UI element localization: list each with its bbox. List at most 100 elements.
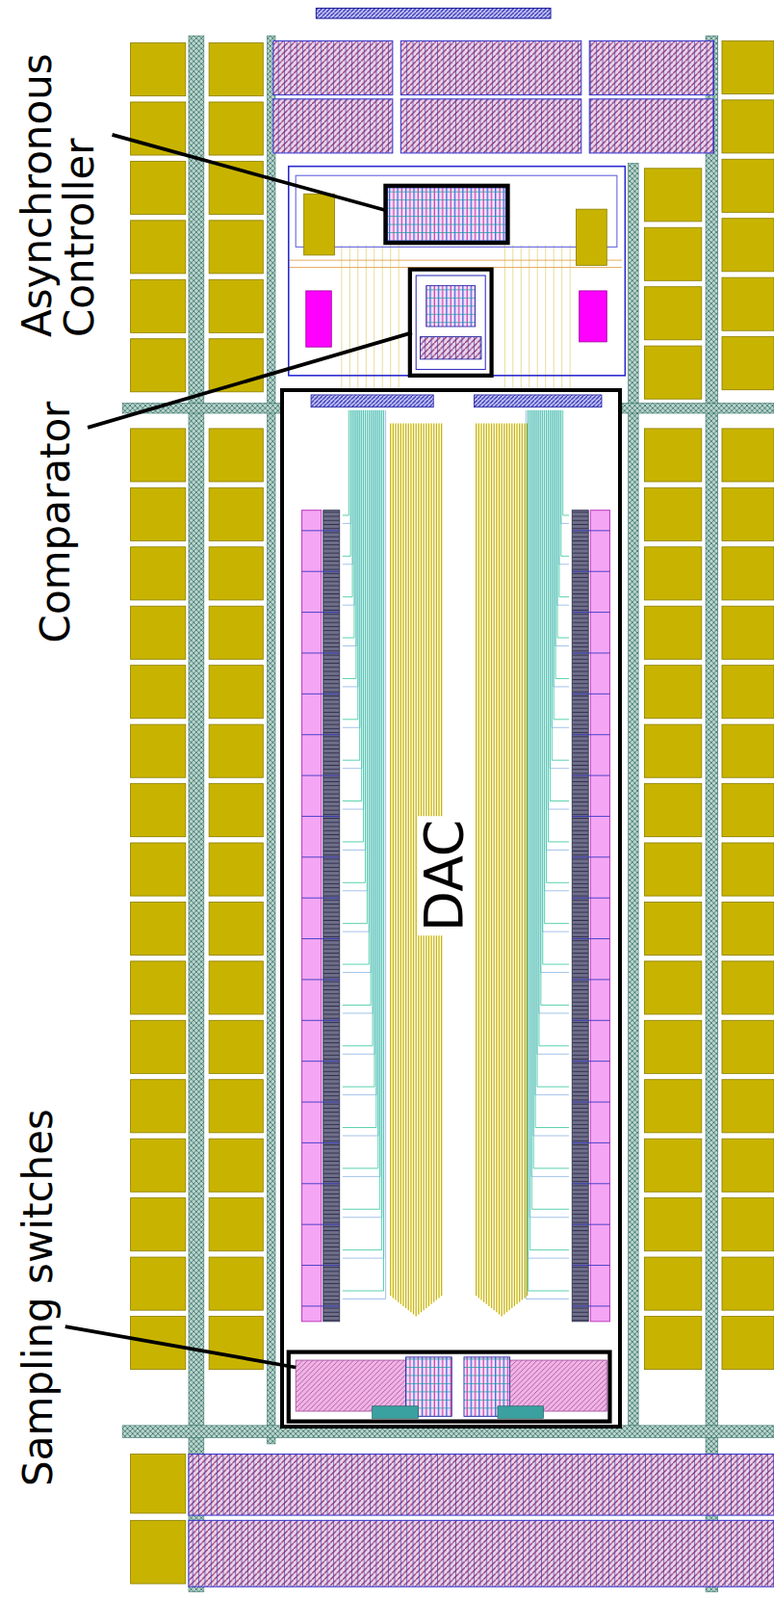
dac-wire — [342, 410, 383, 1217]
driver-divider — [302, 529, 340, 531]
dac-wire — [557, 410, 569, 605]
bond-pad — [644, 1137, 701, 1191]
routing-wire — [528, 244, 530, 389]
dac-wire — [342, 410, 353, 597]
capacitor-block — [575, 208, 607, 265]
bond-pad — [130, 723, 186, 777]
highlight-box — [288, 1351, 611, 1421]
bond-pad — [130, 338, 186, 392]
part-label: Comparator — [34, 401, 78, 644]
power-rail — [621, 402, 774, 413]
routing-wire — [365, 244, 367, 389]
cap-array-line — [405, 423, 407, 1308]
power-rail — [188, 35, 205, 1591]
bond-pad — [722, 723, 774, 777]
bond-pad — [722, 336, 774, 390]
bond-pad — [208, 783, 263, 837]
dac-wire — [541, 410, 569, 1006]
part-label: Asynchronous Controller — [16, 9, 102, 337]
dac-wire — [342, 410, 377, 1095]
cap-array-line — [402, 423, 404, 1306]
routing-wire — [389, 244, 391, 389]
dac-wire — [342, 410, 381, 1209]
part-label: Sampling switches — [17, 1109, 60, 1487]
dac-wire — [543, 410, 569, 891]
switch-array — [499, 1359, 607, 1411]
bond-pad — [130, 43, 186, 97]
cap-array-line — [501, 423, 503, 1316]
driver-divider — [302, 733, 340, 735]
dac-wire — [535, 410, 569, 1095]
decap-block — [589, 40, 714, 95]
dac-wire — [342, 410, 381, 1177]
routing-wire — [340, 244, 342, 389]
resistor-block — [306, 290, 332, 347]
bond-pad — [722, 1079, 774, 1133]
power-rail — [267, 35, 276, 1444]
bond-pad — [208, 43, 263, 97]
cap-array-line — [523, 423, 525, 1298]
driver-divider — [571, 733, 610, 735]
bond-pad — [208, 1137, 263, 1191]
dac-wire — [542, 410, 569, 964]
dac-driver-column — [323, 510, 340, 1321]
dac-wire — [553, 410, 569, 720]
dac-wire — [342, 410, 362, 769]
bond-pad — [644, 665, 701, 719]
bond-pad — [722, 1137, 774, 1191]
bond-pad — [644, 428, 701, 482]
driver-divider — [302, 897, 340, 899]
driver-divider — [571, 611, 610, 613]
dac-wire — [342, 410, 351, 524]
cap-array-line — [389, 423, 391, 1296]
bond-pad — [722, 218, 774, 272]
dac-wire — [529, 410, 569, 1250]
comparator-transistors — [426, 285, 476, 327]
bond-pad — [644, 227, 701, 281]
driver-divider — [302, 1304, 340, 1306]
dac-wire — [547, 410, 569, 842]
dac-wire — [342, 410, 383, 1250]
driver-divider — [571, 570, 610, 572]
routing-wire — [544, 244, 546, 389]
comparator-tail — [419, 336, 482, 360]
bond-pad — [722, 842, 774, 896]
bond-pad — [208, 1197, 263, 1251]
bond-pad — [130, 960, 186, 1014]
bond-pad — [208, 901, 263, 955]
bond-pad — [644, 1315, 701, 1369]
bond-pad — [208, 1079, 263, 1133]
driver-divider — [571, 1059, 610, 1061]
leader-line — [87, 332, 413, 428]
decap-block — [188, 1519, 774, 1586]
dac-wire — [539, 410, 569, 1013]
bond-pad — [644, 842, 701, 896]
dac-switches — [474, 394, 602, 408]
cap-array-line — [518, 423, 520, 1302]
dac-wire — [342, 410, 371, 973]
bond-pad — [722, 1315, 774, 1369]
bond-pad — [208, 665, 263, 719]
dac-wire — [531, 410, 569, 1209]
driver-divider — [571, 1264, 610, 1265]
bond-pad — [208, 220, 263, 274]
cap-array-line — [508, 423, 510, 1311]
dac-wire — [342, 410, 371, 1006]
power-rail — [628, 163, 640, 1429]
dac-wire — [342, 410, 359, 720]
cap-array-line — [412, 423, 414, 1315]
bond-pad — [208, 842, 263, 896]
dac-wire — [529, 410, 569, 1217]
dac-wire — [342, 410, 377, 1128]
dac-wire — [525, 410, 569, 1299]
dac-wire — [342, 410, 370, 931]
cap-array-line — [521, 423, 523, 1300]
driver-divider — [571, 693, 610, 695]
dac-wire — [546, 410, 570, 882]
bond-pad — [722, 100, 774, 154]
dac-wire — [342, 410, 375, 1054]
highlight-box — [385, 185, 508, 243]
driver-divider — [302, 978, 340, 980]
routing-wire — [373, 244, 375, 389]
